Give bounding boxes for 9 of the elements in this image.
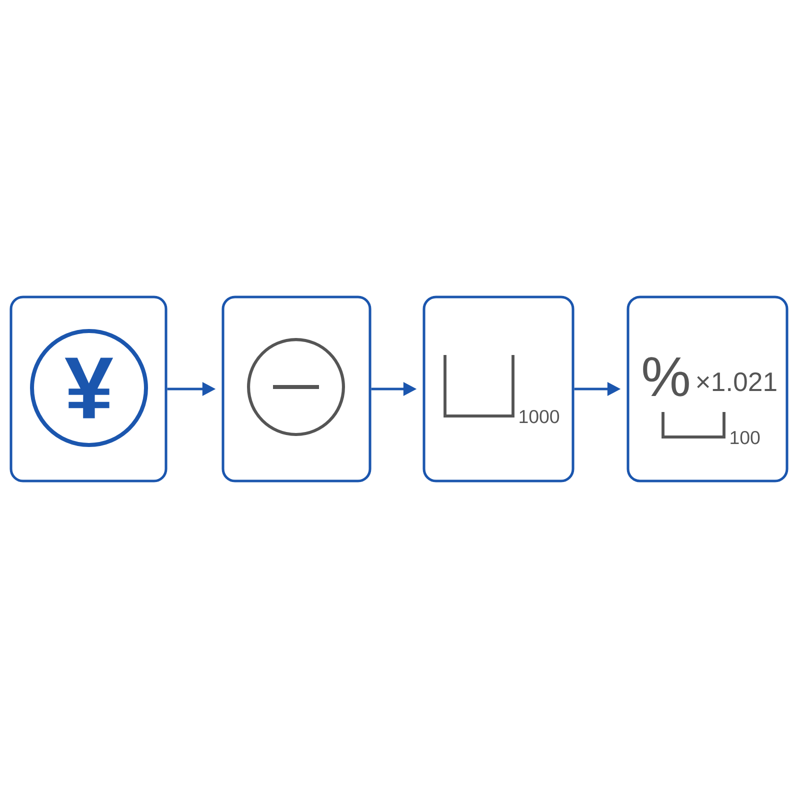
- subscript-number: 100: [730, 430, 760, 444]
- multiplier-text: ×1.021: [697, 372, 776, 392]
- process-box: [222, 296, 372, 482]
- process-box: [10, 296, 168, 482]
- subscript-number: 1000: [520, 410, 560, 424]
- yen-sign: ¥: [30, 329, 148, 447]
- process-box: [422, 296, 574, 482]
- percent-sign: %: [643, 357, 689, 396]
- process-box: [626, 296, 788, 482]
